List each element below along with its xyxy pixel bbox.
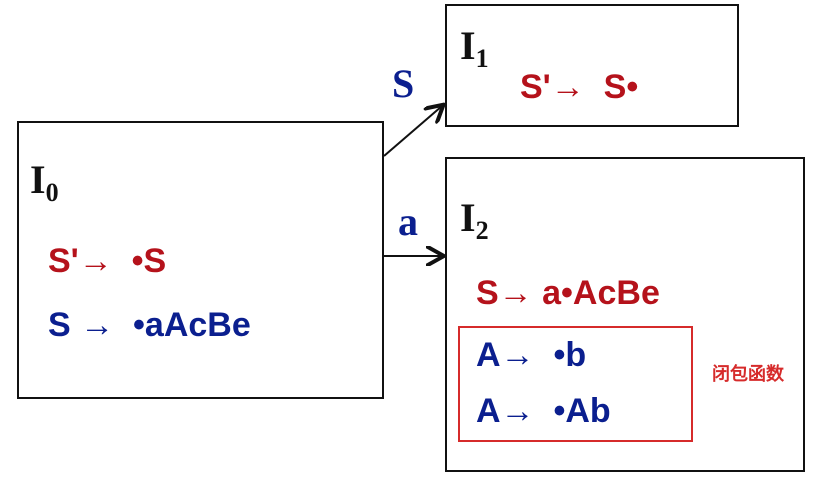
state-i0-label: I0 <box>30 156 59 207</box>
i1-item-1: S'→ S• <box>520 68 639 106</box>
state-i2-box <box>445 157 805 472</box>
state-i2-label: I2 <box>460 194 489 245</box>
closure-annotation: 闭包函数 <box>712 364 784 384</box>
i0-item-1: S'→ •S <box>48 242 167 280</box>
transition-label-s: S <box>392 61 415 106</box>
state-subscript: 2 <box>475 216 489 245</box>
state-letter: I <box>460 195 476 240</box>
state-subscript: 1 <box>475 44 489 73</box>
i2-kernel-item: S→ a•AcBe <box>476 274 660 312</box>
i2-closure-item-1: A→ •b <box>476 336 587 374</box>
closure-box <box>458 326 693 442</box>
state-letter: I <box>30 157 46 202</box>
i2-closure-item-2: A→ •Ab <box>476 392 611 430</box>
transition-label-a: a <box>398 199 418 244</box>
state-subscript: 0 <box>45 178 59 207</box>
i0-item-2: S → •aAcBe <box>48 306 251 344</box>
state-letter: I <box>460 23 476 68</box>
arrow-to-i1 <box>383 106 442 157</box>
state-i0-box <box>17 121 384 399</box>
state-i1-box <box>445 4 739 127</box>
state-i1-label: I1 <box>460 22 489 73</box>
